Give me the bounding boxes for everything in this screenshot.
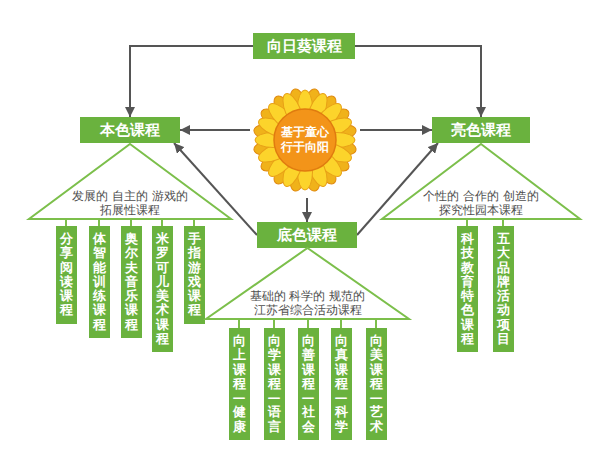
connector-arrow (306, 198, 308, 222)
connector-arrow (355, 46, 481, 117)
column-text: 向美课程—艺术 (370, 334, 383, 434)
course-column: 向美课程—艺术 (366, 328, 387, 440)
course-box: 亮色课程 (432, 117, 530, 143)
connector-line (375, 320, 377, 328)
course-column: 米罗可儿美术课程 (152, 226, 173, 352)
connector-line (307, 320, 309, 328)
column-text: 向学课程—语言 (268, 334, 281, 434)
sunflower-emblem: 基于童心 行于向阳 (250, 82, 360, 198)
connector-arrow (130, 46, 253, 117)
triangle-outline (206, 248, 409, 319)
course-column: 手指游戏课程 (184, 226, 205, 324)
triangle-text: 发展的 自主的 游戏的 拓展性课程 (68, 190, 192, 217)
column-text: 向上课程—健康 (233, 334, 246, 434)
course-title: 向日葵课程 (263, 36, 345, 56)
course-triangle: 基础的 科学的 规范的 江苏省综合活动课程 (205, 247, 410, 320)
sunflower-center (274, 109, 336, 171)
triangle-outline (382, 144, 580, 219)
triangle-text: 个性的 合作的 创造的 探究性园本课程 (419, 190, 543, 217)
column-text: 分享阅读课程 (60, 232, 73, 318)
course-triangle: 个性的 合作的 创造的 探究性园本课程 (381, 143, 581, 220)
column-text: 手指游戏课程 (188, 232, 201, 318)
course-column: 五大品牌活动项目 (493, 226, 514, 352)
course-title: 亮色课程 (442, 120, 520, 140)
triangle-text: 基础的 科学的 规范的 江苏省综合活动课程 (246, 290, 370, 317)
connector-line (238, 320, 240, 328)
course-box: 向日葵课程 (253, 33, 355, 59)
course-column: 向真课程—科学 (331, 328, 352, 440)
course-title: 底色课程 (267, 225, 347, 245)
connector-line (340, 320, 342, 328)
connector-arrow (180, 129, 250, 131)
course-column: 奥尔夫音乐课程 (121, 226, 142, 338)
course-column: 科技教育特色课程 (457, 226, 478, 352)
triangle-outline (29, 144, 231, 219)
sunflower-petals (252, 87, 357, 192)
course-title: 本色课程 (90, 120, 170, 140)
column-text: 奥尔夫音乐课程 (125, 232, 138, 332)
column-text: 科技教育特色课程 (461, 232, 474, 346)
column-text: 体智能训练课程 (93, 232, 106, 332)
course-column: 向学课程—语言 (264, 328, 285, 440)
course-box: 本色课程 (80, 117, 180, 143)
connector-line (273, 320, 275, 328)
motto-text: 基于童心 行于向阳 (278, 125, 332, 155)
column-text: 向善课程—社会 (302, 334, 315, 434)
column-text: 五大品牌活动项目 (497, 232, 510, 346)
course-box: 底色课程 (257, 222, 357, 248)
course-triangle: 发展的 自主的 游戏的 拓展性课程 (28, 143, 232, 220)
course-column: 分享阅读课程 (56, 226, 77, 324)
course-column: 向上课程—健康 (229, 328, 250, 440)
column-text: 米罗可儿美术课程 (156, 232, 169, 346)
course-column: 体智能训练课程 (89, 226, 110, 338)
course-column: 向善课程—社会 (298, 328, 319, 440)
column-text: 向真课程—科学 (335, 334, 348, 434)
connector-arrow (360, 129, 432, 131)
